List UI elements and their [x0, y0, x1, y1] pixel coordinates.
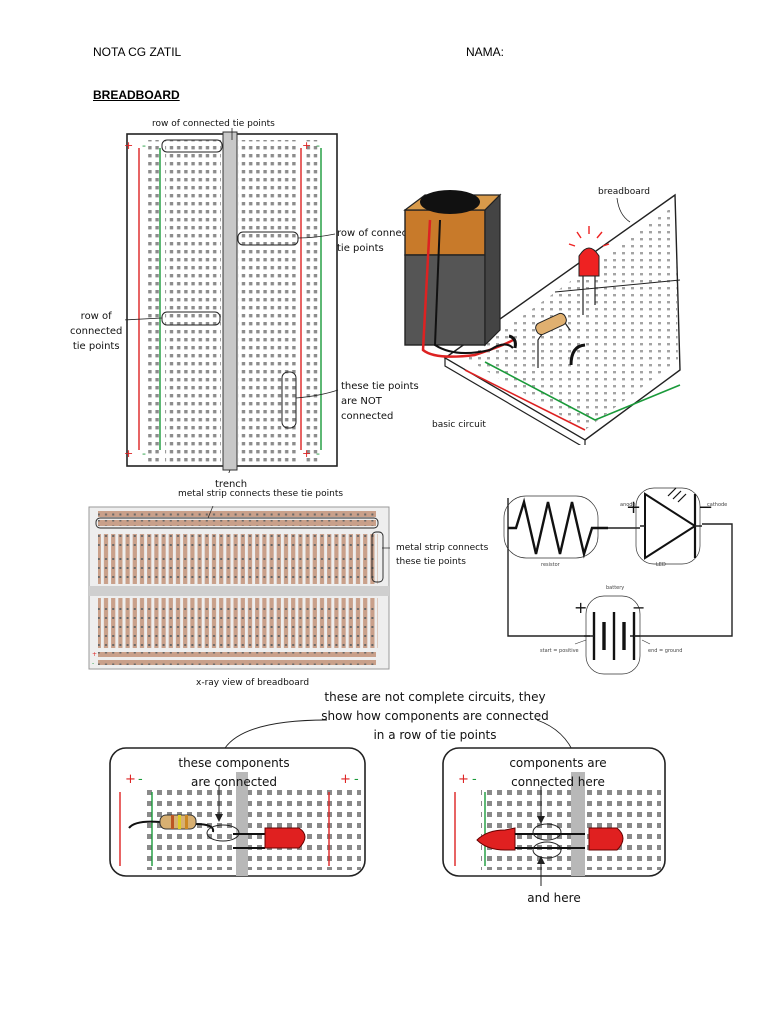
student-class-label: NOTA CG ZATIL	[93, 45, 182, 59]
minus-sign: -	[354, 772, 359, 787]
minus-sign: -	[316, 447, 320, 460]
svg-text:-: -	[92, 660, 94, 667]
metal-strip-top-label: metal strip connects these tie points	[178, 489, 344, 499]
plus-sign: +	[124, 139, 134, 152]
battery-minus-sign: −	[632, 598, 646, 617]
minus-sign: -	[316, 139, 320, 152]
battery-plus-sign: +	[574, 598, 588, 617]
start-positive-label: start = positive	[540, 648, 579, 654]
xray-breadboard-view: + -	[88, 506, 390, 670]
circuit-schematic	[503, 487, 733, 675]
plus-sign: +	[302, 447, 312, 460]
breadboard-label: breadboard	[598, 187, 650, 197]
svg-text:+: +	[92, 651, 97, 658]
basic-circuit-illustration	[403, 190, 681, 445]
minus-sign: -	[142, 139, 146, 152]
plus-sign: +	[302, 139, 312, 152]
plus-sign: +	[458, 772, 469, 787]
anode-label: anode	[620, 502, 636, 508]
led-label: LED	[656, 562, 666, 568]
plus-sign: +	[124, 447, 134, 460]
connection-examples	[109, 719, 666, 886]
and-here-label: and here	[527, 891, 581, 905]
resistor-label: resistor	[541, 562, 560, 568]
battery-label: battery	[606, 585, 625, 591]
minus-sign: -	[142, 447, 146, 460]
name-field-label: NAMA:	[466, 45, 505, 59]
breadboard-top-view	[125, 128, 339, 473]
page-title: BREADBOARD	[93, 88, 180, 102]
xray-caption: x-ray view of breadboard	[196, 678, 310, 688]
cathode-label: cathode	[707, 502, 728, 508]
basic-circuit-label: basic circuit	[432, 420, 486, 430]
minus-sign: -	[472, 772, 477, 787]
led-plus-sign: +	[626, 497, 642, 518]
end-ground-label: end = ground	[648, 648, 683, 654]
row-connected-label: row of connected tie points	[152, 119, 275, 129]
minus-sign: -	[138, 772, 143, 787]
plus-sign: +	[340, 772, 351, 787]
plus-sign: +	[125, 772, 136, 787]
led-minus-sign: −	[698, 497, 714, 518]
trench-label: trench	[215, 479, 248, 490]
